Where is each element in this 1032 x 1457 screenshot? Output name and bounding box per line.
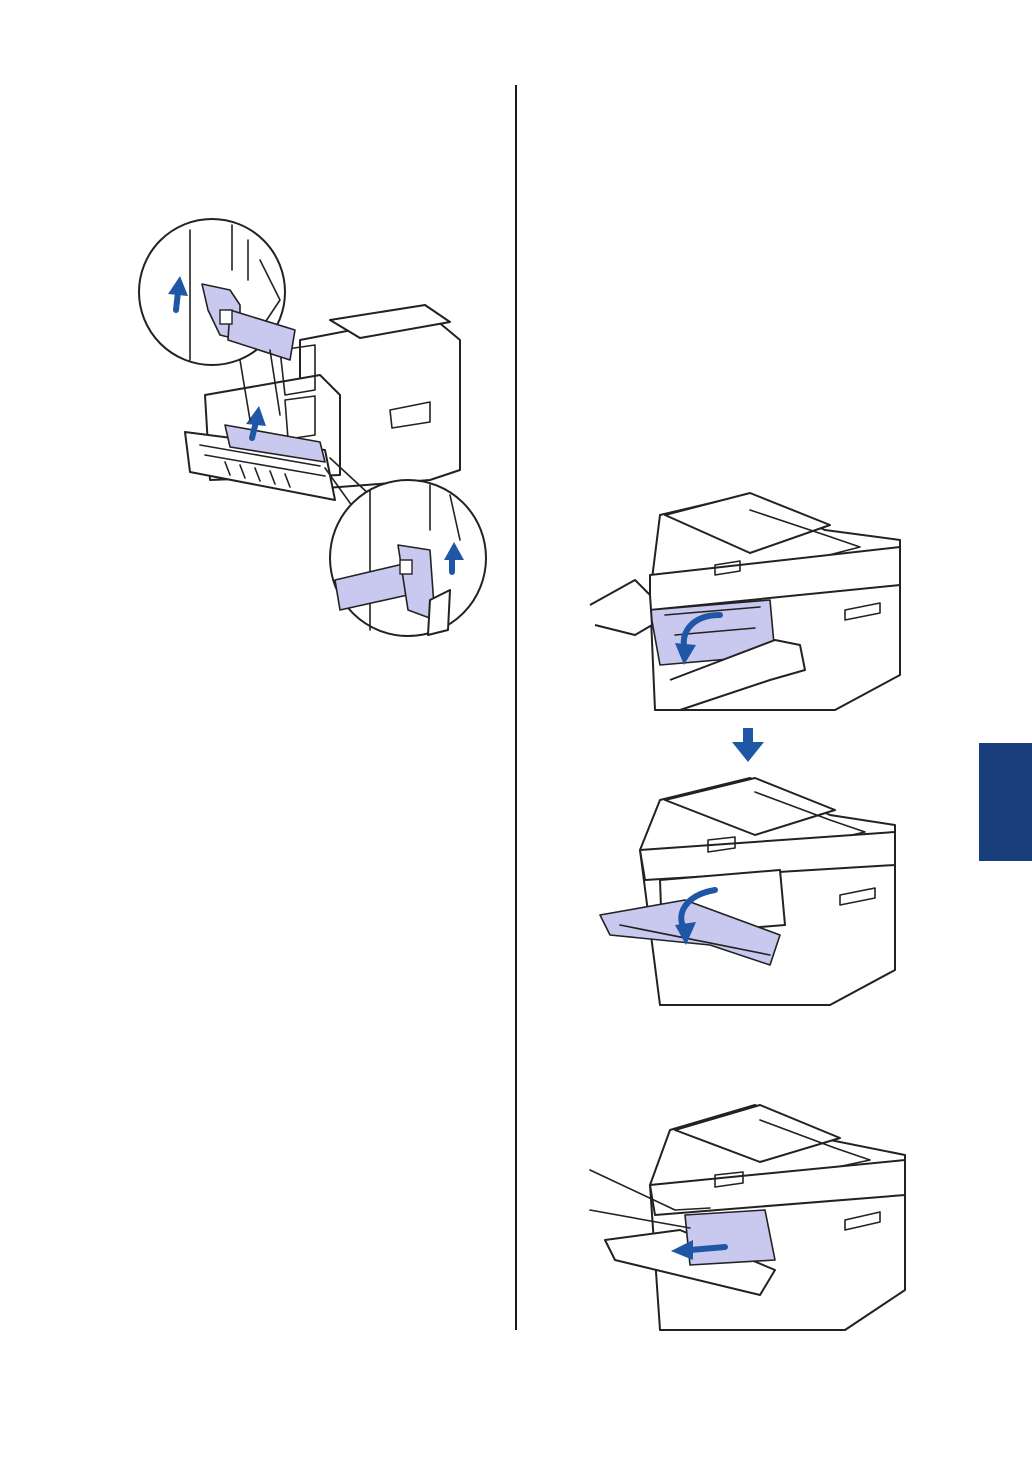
drum-unit-removal-figure xyxy=(585,1100,910,1335)
back-cover-green-levers-figure xyxy=(130,210,510,650)
step-down-arrow xyxy=(728,728,768,768)
printer-body xyxy=(640,778,895,1005)
chapter-tab xyxy=(979,743,1032,861)
arrow-down-icon xyxy=(732,728,764,762)
top-magnifier-circle xyxy=(139,219,295,365)
front-cover-open-figure xyxy=(580,485,910,720)
drum-unit xyxy=(685,1210,775,1265)
column-divider xyxy=(515,85,517,1330)
front-cover-opened-figure xyxy=(590,770,910,1010)
